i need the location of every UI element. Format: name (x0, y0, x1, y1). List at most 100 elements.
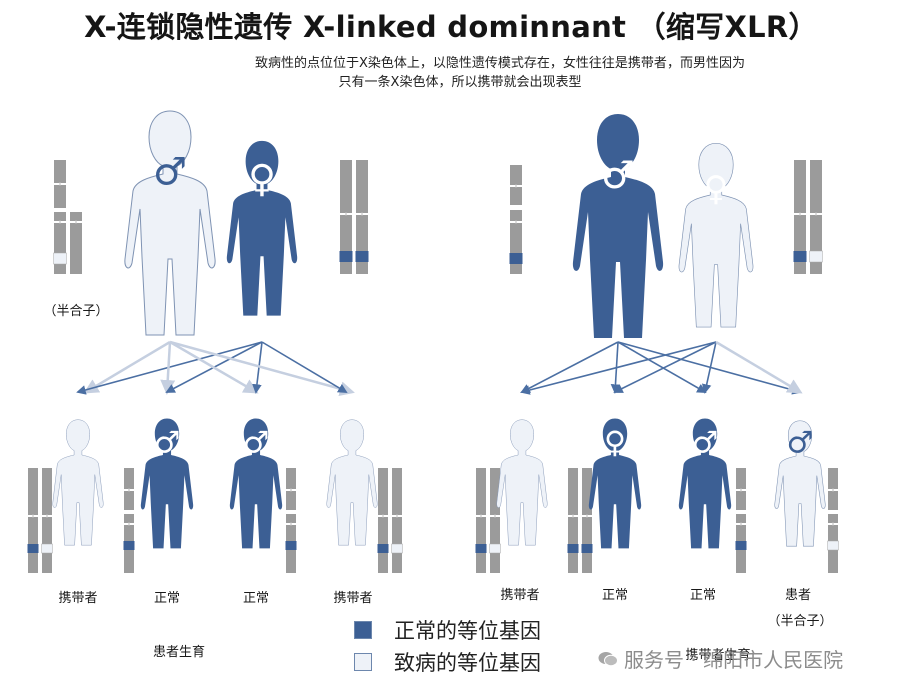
chat-bubble-icon (598, 651, 618, 666)
right-mother: ♀ (678, 142, 754, 328)
chromosome-left-child-2-y (124, 468, 134, 510)
chromosome-left-mother-2 (355, 160, 369, 274)
chromosome-right-child-2-1-band (567, 544, 579, 553)
left-father-symbol: ♂ (153, 150, 187, 194)
arrow-left-father-child-3 (169, 340, 259, 394)
chromosome-right-child-3-y (736, 468, 746, 510)
right-child-2-label: 正常 (601, 588, 629, 603)
left-child-3-normal-male: ♂ (229, 418, 283, 549)
chromosome-left-mother-2-band (355, 251, 369, 262)
chromosome-right-mother-2-band (809, 250, 823, 263)
description-line-2: 只有一条X染色体，所以携带就会出现表型 (338, 75, 582, 90)
right-child-4-affected-male: ♂ (774, 420, 826, 547)
chromosome-right-child-2-2-band (581, 544, 593, 553)
left-mother-symbol: ♀ (248, 156, 276, 200)
left-child-2-label: 正常 (153, 591, 181, 606)
diagram-title: X-连锁隐性遗传 X-linked dominnant （缩写XLR） (84, 10, 818, 44)
chromosome-left-father-x-band (53, 252, 67, 265)
left-child-1-label: 携带者 (58, 591, 98, 606)
chromosome-left-child-1-2-band (41, 543, 53, 554)
hemizygous-label-left: （半合子） (43, 304, 109, 319)
left-child-3-label: 正常 (242, 591, 270, 606)
right-mother-symbol: ♀ (704, 169, 729, 209)
left-child-2-normal-male: ♂ (140, 418, 194, 549)
arrow-left-father-child-4 (169, 340, 355, 397)
chromosome-right-child-1-1 (475, 468, 487, 573)
hemizygous-label-right: （半合子） (767, 614, 833, 629)
chromosome-pairs (27, 160, 839, 573)
arrow-left-mother-child-1 (76, 341, 263, 395)
arrow-right-father-child-4 (617, 341, 802, 395)
legend-normal-allele: 正常的等位基因 (354, 615, 541, 645)
arrow-right-father-child-3 (617, 341, 707, 393)
chromosome-right-child-4-x-band (827, 540, 839, 551)
chromosome-right-child-1-2-band (489, 543, 501, 554)
right-child-1-label: 携带者 (500, 588, 540, 603)
chromosome-right-father-x-band (509, 253, 523, 264)
arrow-right-mother-child-4 (715, 340, 803, 394)
chromosome-left-child-1-2 (41, 468, 53, 573)
right-child-3-normal-male-symbol: ♂ (692, 426, 719, 461)
right-child-3-label: 正常 (689, 588, 717, 603)
right-caption: 携带者生育 (685, 648, 751, 663)
chromosome-right-child-3-x (735, 514, 747, 573)
chromosome-left-child-1-1 (27, 468, 39, 573)
arrow-right-father-child-2 (610, 341, 621, 394)
right-child-3-normal-male: ♂ (678, 418, 732, 549)
chromosome-left-child-4-2 (391, 468, 403, 573)
chromosome-left-father-y (54, 160, 66, 208)
right-child-4-affected-male-symbol: ♂ (787, 426, 814, 461)
arrow-left-mother-child-4 (261, 341, 348, 393)
right-father: ♂ (572, 114, 664, 338)
chromosome-left-child-1-1-band (27, 544, 39, 553)
chromosome-left-child-3-x (285, 514, 297, 573)
chromosome-right-child-2-2 (581, 468, 593, 573)
chromosome-left-father-x2 (70, 212, 82, 274)
chromosome-left-child-3-y (286, 468, 296, 510)
chromosome-right-child-4-y (828, 468, 838, 510)
chromosome-right-father-y (510, 165, 522, 205)
arrow-right-mother-child-1 (520, 341, 717, 395)
chromosome-left-mother-1-band (339, 251, 353, 262)
left-child-4-carrier-female (326, 419, 378, 546)
chromosome-right-mother-2 (809, 160, 823, 274)
chromosome-left-child-4-1-band (377, 544, 389, 553)
description-line-1: 致病性的点位位于X染色体上，以隐性遗传模式存在，女性往往是携带者，而男性因为 (255, 56, 745, 71)
watermark-text: 服务号 · 绵阳市人民医院 (624, 648, 844, 672)
left-child-3-normal-male-symbol: ♂ (243, 426, 270, 461)
right-child-2-normal-female-symbol: ♀ (604, 426, 626, 461)
arrow-left-father-child-2 (160, 341, 176, 395)
left-child-2-normal-male-symbol: ♂ (154, 426, 181, 461)
left-child-1-carrier-female (52, 419, 104, 546)
family-figures: ♂ ♀ ♂ ♀ ♂ ♂ ♀ ♂ ♂ (52, 110, 826, 549)
legend-normal-text: 正常的等位基因 (394, 619, 541, 643)
chromosome-right-child-1-1-band (475, 544, 487, 553)
chromosome-left-child-2-x-band (123, 541, 135, 550)
legend-pathogenic-text: 致病的等位基因 (394, 651, 541, 675)
arrow-right-mother-child-2 (613, 341, 717, 393)
legend-pathogenic-swatch (354, 653, 372, 671)
watermark: 服务号 · 绵阳市人民医院 (598, 644, 843, 673)
legend-normal-swatch (354, 621, 372, 639)
chromosome-left-child-3-x-band (285, 541, 297, 550)
legend-pathogenic-allele: 致病的等位基因 (354, 647, 541, 677)
left-caption: 患者生育 (152, 645, 206, 660)
chromosome-left-child-4-1 (377, 468, 389, 573)
left-child-4-label: 携带者 (333, 591, 373, 606)
arrow-right-father-child-1 (520, 341, 619, 393)
arrow-left-father-child-1 (83, 340, 171, 394)
chromosome-right-father-x (509, 210, 523, 274)
chromosome-left-mother-1 (339, 160, 353, 274)
chromosome-right-mother-1-band (793, 251, 807, 262)
chromosome-right-child-2-1 (567, 468, 579, 573)
inheritance-arrows (76, 340, 803, 397)
chromosome-right-mother-1 (793, 160, 807, 274)
chromosome-left-father-x (53, 212, 67, 274)
chromosome-right-child-1-2 (489, 468, 501, 573)
left-father: ♂ (124, 110, 216, 336)
right-father-symbol: ♂ (601, 153, 635, 197)
chromosome-left-child-2-x (123, 514, 135, 573)
chromosome-right-child-3-x-band (735, 541, 747, 550)
chromosome-right-child-4-x (827, 514, 839, 573)
